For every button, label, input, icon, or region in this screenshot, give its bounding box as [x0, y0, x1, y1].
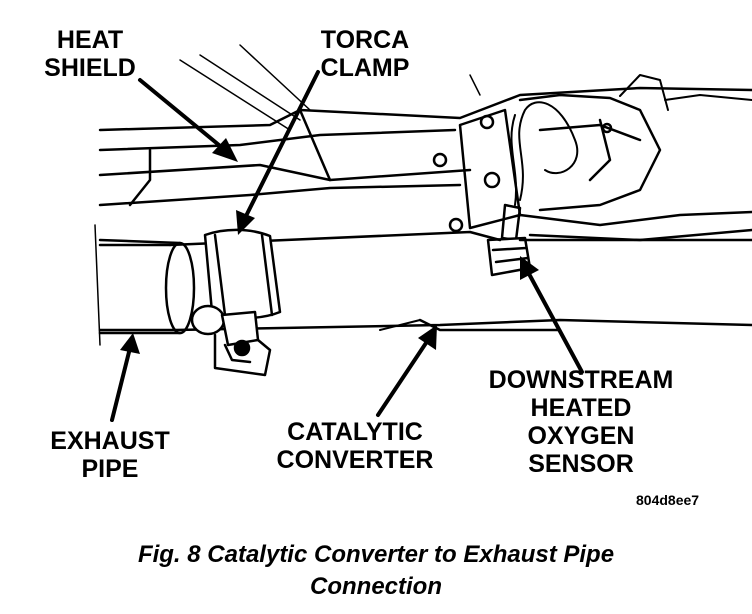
label-heat-shield-line2: SHIELD — [44, 54, 136, 82]
label-exhaust-pipe: EXHAUST PIPE — [30, 427, 190, 483]
figure-caption-line1: Fig. 8 Catalytic Converter to Exhaust Pi… — [137, 541, 615, 568]
torca-clamp-drawing — [190, 228, 282, 377]
label-exhaust-pipe-line2: PIPE — [81, 455, 139, 483]
arrowhead-downstream-sensor — [520, 256, 539, 280]
arrow-catalytic-converter — [376, 338, 430, 417]
arrow-downstream-sensor — [526, 270, 584, 374]
label-torca-clamp-line1: TORCA — [320, 26, 410, 54]
arrowhead-catalytic-converter — [418, 325, 437, 350]
label-catalytic-converter: CATALYTIC CONVERTER — [260, 418, 450, 474]
figure-code: 804d8ee7 — [636, 492, 700, 508]
label-sensor-line2: HEATED — [530, 394, 632, 422]
leader-arrows — [110, 70, 584, 422]
label-sensor-line3: OXYGEN — [527, 422, 635, 450]
sensor-wiring — [510, 101, 579, 206]
arrowhead-torca-clamp — [236, 210, 255, 235]
label-catalytic-converter-line1: CATALYTIC — [287, 418, 423, 446]
label-torca-clamp: TORCA CLAMP — [300, 26, 430, 82]
arrowhead-exhaust-pipe — [120, 333, 140, 354]
arrowhead-heat-shield — [212, 138, 238, 162]
label-exhaust-pipe-line1: EXHAUST — [50, 427, 170, 455]
label-heat-shield: HEAT SHIELD — [20, 26, 160, 82]
label-catalytic-converter-line2: CONVERTER — [276, 446, 434, 474]
mounting-bracket — [432, 74, 752, 242]
label-downstream-oxygen-sensor: DOWNSTREAM HEATED OXYGEN SENSOR — [470, 366, 692, 478]
arrow-exhaust-pipe — [110, 346, 132, 422]
exhaust-pipe-drawing — [94, 224, 196, 346]
label-heat-shield-line1: HEAT — [56, 26, 124, 54]
figure-caption-line2: Connection — [310, 573, 442, 600]
heat-shield-drawing — [98, 44, 752, 207]
arrow-torca-clamp — [243, 70, 320, 220]
label-torca-clamp-line2: CLAMP — [320, 54, 410, 82]
arrow-heat-shield — [138, 78, 227, 152]
label-sensor-line4: SENSOR — [528, 450, 634, 478]
label-sensor-line1: DOWNSTREAM — [488, 366, 674, 394]
